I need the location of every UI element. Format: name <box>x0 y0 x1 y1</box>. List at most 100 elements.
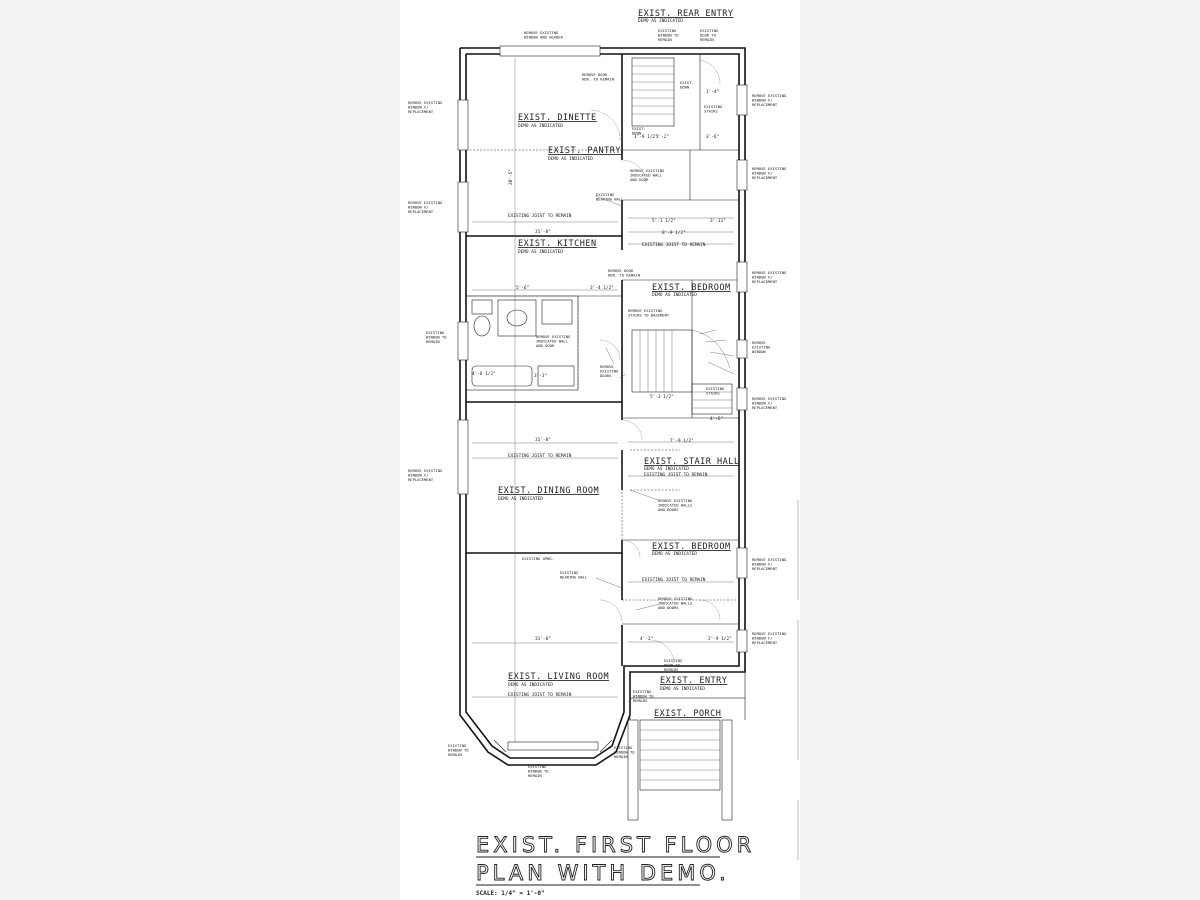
dimension: 1'-4" <box>706 89 719 95</box>
joist-notes: EXISTING JOIST TO REMAIN EXISTING JOIST … <box>508 213 708 698</box>
room-name-rear-entry: EXIST. REAR ENTRY <box>638 9 734 19</box>
room-name-stair-hall: EXIST. STAIR HALL <box>644 457 740 467</box>
dimension: 3'-2" <box>656 134 669 140</box>
room-name-porch: EXIST. PORCH <box>654 709 721 719</box>
dimension: 4'-6" <box>710 416 723 422</box>
room-name-kitchen: EXIST. KITCHEN <box>518 239 597 249</box>
joist-note: EXISTING JOIST TO REMAIN <box>508 213 572 219</box>
joist-note: EXISTING JOIST TO REMAIN <box>642 577 706 583</box>
callout-note-existing-opng: EXISTING OPNG. <box>522 556 554 561</box>
interior-walls <box>465 54 746 720</box>
dimension: 8'-9 1/2" <box>662 230 686 236</box>
dimension: 3'-4 1/2" <box>590 285 614 291</box>
dimension: 3'-6" <box>706 134 719 140</box>
dimension: 1'-9 1/2" <box>634 134 658 140</box>
drawing-sheet: EXIST. REAR ENTRY DEMO AS INDICATED EXIS… <box>400 0 800 900</box>
dimension: 31'-8" <box>535 636 551 642</box>
room-sub-bedroom-front: DEMO AS INDICATED <box>652 551 697 557</box>
dimension: 5'-1 1/2" <box>652 218 676 224</box>
floor-plan: EXIST. REAR ENTRY DEMO AS INDICATED EXIS… <box>408 9 799 897</box>
room-name-entry: EXIST. ENTRY <box>660 676 727 686</box>
room-sub-living: DEMO AS INDICATED <box>508 682 553 688</box>
dimension: 31'-8" <box>535 437 551 443</box>
leader-lines <box>595 195 660 703</box>
bath-fixtures <box>471 299 575 387</box>
room-sub-kitchen: DEMO AS INDICATED <box>518 249 563 255</box>
room-name-bedroom-rear: EXIST. BEDROOM <box>652 283 731 293</box>
dimension: 3'-3" <box>534 373 547 379</box>
room-sub-rear-entry: DEMO AS INDICATED <box>638 18 683 24</box>
callout-note-exist-down2: EXIST.DOWN <box>632 126 646 136</box>
room-sub-dinette: DEMO AS INDICATED <box>518 123 563 129</box>
joist-note: EXISTING JOIST TO REMAIN <box>508 692 572 698</box>
door-swings <box>589 59 721 665</box>
room-sub-bedroom-rear: DEMO AS INDICATED <box>652 292 697 298</box>
dimension: 4'-6 1/2" <box>472 371 496 377</box>
room-labels: EXIST. REAR ENTRY DEMO AS INDICATED EXIS… <box>498 9 740 719</box>
stairs <box>627 57 735 821</box>
room-name-dining: EXIST. DINING ROOM <box>498 486 599 496</box>
room-sub-pantry: DEMO AS INDICATED <box>548 156 593 162</box>
windows <box>457 45 748 753</box>
room-name-bedroom-front: EXIST. BEDROOM <box>652 542 731 552</box>
joist-note: EXISTING JOIST TO REMAIN <box>508 453 572 459</box>
scale-note: SCALE: 1/4" = 1'-0" <box>476 890 545 897</box>
room-sub-stair-hall: DEMO AS INDICATED <box>644 466 689 472</box>
dimension: 20'-5" <box>508 169 514 185</box>
demo-walls <box>466 149 739 601</box>
dimension: 5'-6" <box>516 285 529 291</box>
dimension: 7'-9 1/2" <box>670 438 694 444</box>
room-name-pantry: EXIST. PANTRY <box>548 146 621 156</box>
title-line-2: PLAN WITH DEMO. <box>476 861 730 885</box>
dimensions: 31'-8" 31'-8" 31'-8" 20'-5" 5'-1 1/2" 3'… <box>472 89 732 642</box>
exterior-walls <box>459 47 746 766</box>
room-sub-dining: DEMO AS INDICATED <box>498 496 543 502</box>
joist-note: EXISTING JOIST TO REMAIN <box>642 242 706 248</box>
dimension: 31'-8" <box>535 229 551 235</box>
room-sub-entry: DEMO AS INDICATED <box>660 686 705 692</box>
callout-note-exist-down: EXIST.DOWN <box>680 80 694 90</box>
dimension: 2'-9 1/2" <box>708 636 732 642</box>
joist-note: EXISTING JOIST TO REMAIN <box>644 472 708 478</box>
joist-lines <box>472 58 734 750</box>
room-name-dinette: EXIST. DINETTE <box>518 113 597 123</box>
title-block: EXIST. FIRST FLOOR PLAN WITH DEMO. SCALE… <box>476 833 755 897</box>
title-line-1: EXIST. FIRST FLOOR <box>476 833 755 857</box>
dimension: 4'-2" <box>640 636 653 642</box>
dimension: 5'-3 1/2" <box>650 394 674 400</box>
dimension: 3'-11" <box>710 218 726 224</box>
room-name-living: EXIST. LIVING ROOM <box>508 672 609 682</box>
